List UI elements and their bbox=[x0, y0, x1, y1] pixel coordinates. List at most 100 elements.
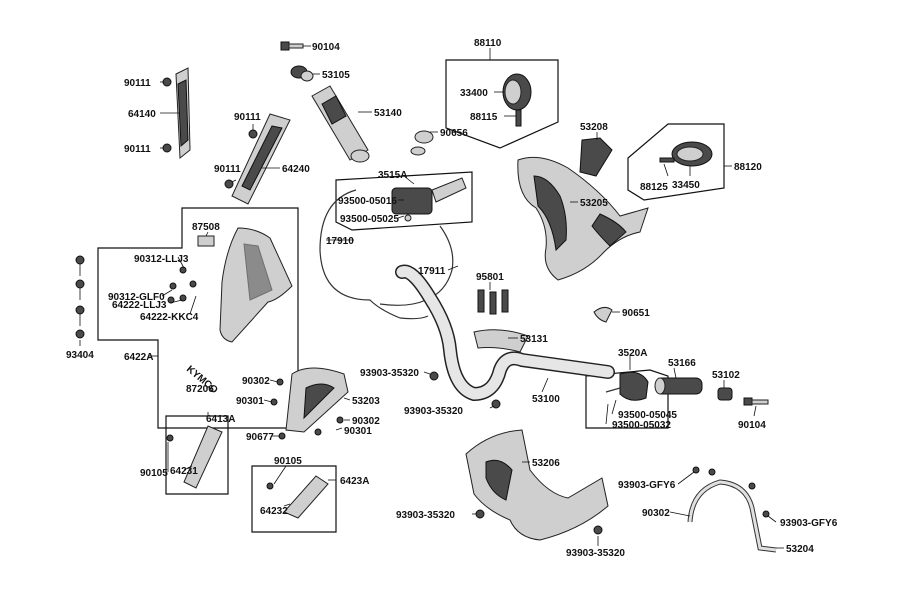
windshield-6422A: KYMCO bbox=[184, 227, 293, 396]
label-53206: 53206 bbox=[532, 458, 560, 469]
label-64140: 64140 bbox=[128, 109, 156, 120]
trim-64140 bbox=[175, 67, 191, 160]
screw-93903-35320-c bbox=[475, 509, 485, 519]
switch-3520A bbox=[605, 371, 649, 401]
frame-53204 bbox=[687, 479, 777, 553]
leader-lines bbox=[79, 45, 784, 549]
sticker-87508 bbox=[197, 235, 215, 247]
label-53204: 53204 bbox=[786, 544, 814, 555]
label-93404: 93404 bbox=[66, 350, 94, 361]
box-88120-group bbox=[627, 123, 725, 201]
grip-53166 bbox=[654, 377, 703, 395]
label-33400: 33400 bbox=[460, 88, 488, 99]
label-53205: 53205 bbox=[580, 198, 608, 209]
label-53102: 53102 bbox=[712, 370, 740, 381]
label-93903-35320-a: 93903-35320 bbox=[360, 368, 419, 379]
label-93903-GFY6-b: 93903-GFY6 bbox=[780, 518, 838, 529]
label-90302-b: 90302 bbox=[352, 416, 380, 427]
bolt-90111-a bbox=[162, 77, 172, 87]
bolt-90104-right bbox=[743, 397, 769, 406]
label-93500-05045: 93500-05045 bbox=[618, 410, 677, 421]
label-93500-05025: 93500-05025 bbox=[340, 214, 399, 225]
label-88110: 88110 bbox=[474, 38, 502, 49]
label-93903-GFY6-a: 93903-GFY6 bbox=[618, 480, 676, 491]
screw-93903-GFY6-b bbox=[748, 482, 770, 518]
screws-windshield bbox=[167, 266, 197, 304]
label-90656: 90656 bbox=[440, 128, 468, 139]
box-6423A-group bbox=[251, 465, 337, 533]
mirror-33400 bbox=[502, 73, 532, 127]
label-90105-a: 90105 bbox=[140, 468, 168, 479]
label-88115: 88115 bbox=[470, 112, 498, 123]
label-53208: 53208 bbox=[580, 122, 608, 133]
label-17910: 17910 bbox=[326, 236, 354, 247]
grip-53140 bbox=[311, 85, 370, 163]
label-90111-c: 90111 bbox=[234, 112, 261, 123]
handlebar-53100 bbox=[395, 264, 615, 402]
label-64222-LLJ3: 64222-LLJ3 bbox=[112, 300, 167, 311]
panel-53203 bbox=[285, 367, 349, 433]
label-53140: 53140 bbox=[374, 108, 402, 119]
trim-64232 bbox=[266, 475, 329, 519]
box-3515A-group bbox=[335, 171, 473, 231]
label-90111-a: 90111 bbox=[124, 78, 151, 89]
label-90312-GLF0: 90312-GLF0 bbox=[108, 292, 165, 303]
label-90651: 90651 bbox=[622, 308, 650, 319]
bar-end-weight-53105 bbox=[290, 65, 314, 82]
holder-53131 bbox=[473, 329, 529, 353]
label-90111-d: 90111 bbox=[214, 164, 241, 175]
label-93500-05016: 93500-05016 bbox=[338, 196, 397, 207]
label-90677: 90677 bbox=[246, 432, 274, 443]
label-64231: 64231 bbox=[170, 466, 198, 477]
label-6413A: 6413A bbox=[206, 414, 235, 425]
label-90104-top: 90104 bbox=[312, 42, 340, 53]
label-53166: 53166 bbox=[668, 358, 696, 369]
cable-17910 bbox=[319, 189, 429, 320]
cover-53208 bbox=[579, 137, 613, 177]
bolt-90111-b bbox=[162, 143, 172, 153]
label-90312-LLJ3: 90312-LLJ3 bbox=[134, 254, 189, 265]
bar-end-53102 bbox=[717, 387, 733, 401]
label-64240: 64240 bbox=[282, 164, 310, 175]
label-90104-right: 90104 bbox=[738, 420, 766, 431]
label-95801: 95801 bbox=[476, 272, 504, 283]
label-64232: 64232 bbox=[260, 506, 288, 517]
label-93500-05032: 93500-05032 bbox=[612, 420, 671, 431]
label-53203: 53203 bbox=[352, 396, 380, 407]
screw-93903-35320-d bbox=[593, 525, 603, 535]
label-53131: 53131 bbox=[520, 334, 548, 345]
front-cover-53205 bbox=[517, 156, 649, 281]
box-3520A-group bbox=[585, 369, 669, 429]
trim-64240 bbox=[231, 113, 291, 205]
label-33450: 33450 bbox=[672, 180, 700, 191]
label-87206: 87206 bbox=[186, 384, 214, 395]
cable-17911 bbox=[379, 225, 454, 306]
label-93903-35320-d: 93903-35320 bbox=[566, 548, 625, 559]
label-6422A: 6422A bbox=[124, 352, 153, 363]
screws-panel bbox=[270, 378, 344, 440]
label-93903-35320-b: 93903-35320 bbox=[404, 406, 463, 417]
label-88120: 88120 bbox=[734, 162, 762, 173]
label-53100: 53100 bbox=[532, 394, 560, 405]
bolts-93404 bbox=[75, 255, 85, 339]
label-90301-b: 90301 bbox=[344, 426, 372, 437]
bolt-90104-top bbox=[280, 41, 304, 51]
lower-cover-53206 bbox=[465, 429, 609, 541]
box-88110-group bbox=[445, 59, 559, 149]
ring-90656 bbox=[410, 130, 434, 156]
label-90105-b: 90105 bbox=[274, 456, 302, 467]
label-3515A: 3515A bbox=[378, 170, 407, 181]
screw-93903-35320-a bbox=[429, 371, 439, 381]
trim-64231 bbox=[166, 425, 223, 489]
box-6413A-group bbox=[165, 415, 229, 495]
label-17911: 17911 bbox=[418, 266, 446, 277]
clamps-95801 bbox=[477, 289, 509, 315]
label-90111-b: 90111 bbox=[124, 144, 151, 155]
label-90302-a: 90302 bbox=[242, 376, 270, 387]
label-87508: 87508 bbox=[192, 222, 220, 233]
label-88125: 88125 bbox=[640, 182, 668, 193]
label-3520A: 3520A bbox=[618, 348, 647, 359]
label-90301-a: 90301 bbox=[236, 396, 264, 407]
label-6423A: 6423A bbox=[340, 476, 369, 487]
